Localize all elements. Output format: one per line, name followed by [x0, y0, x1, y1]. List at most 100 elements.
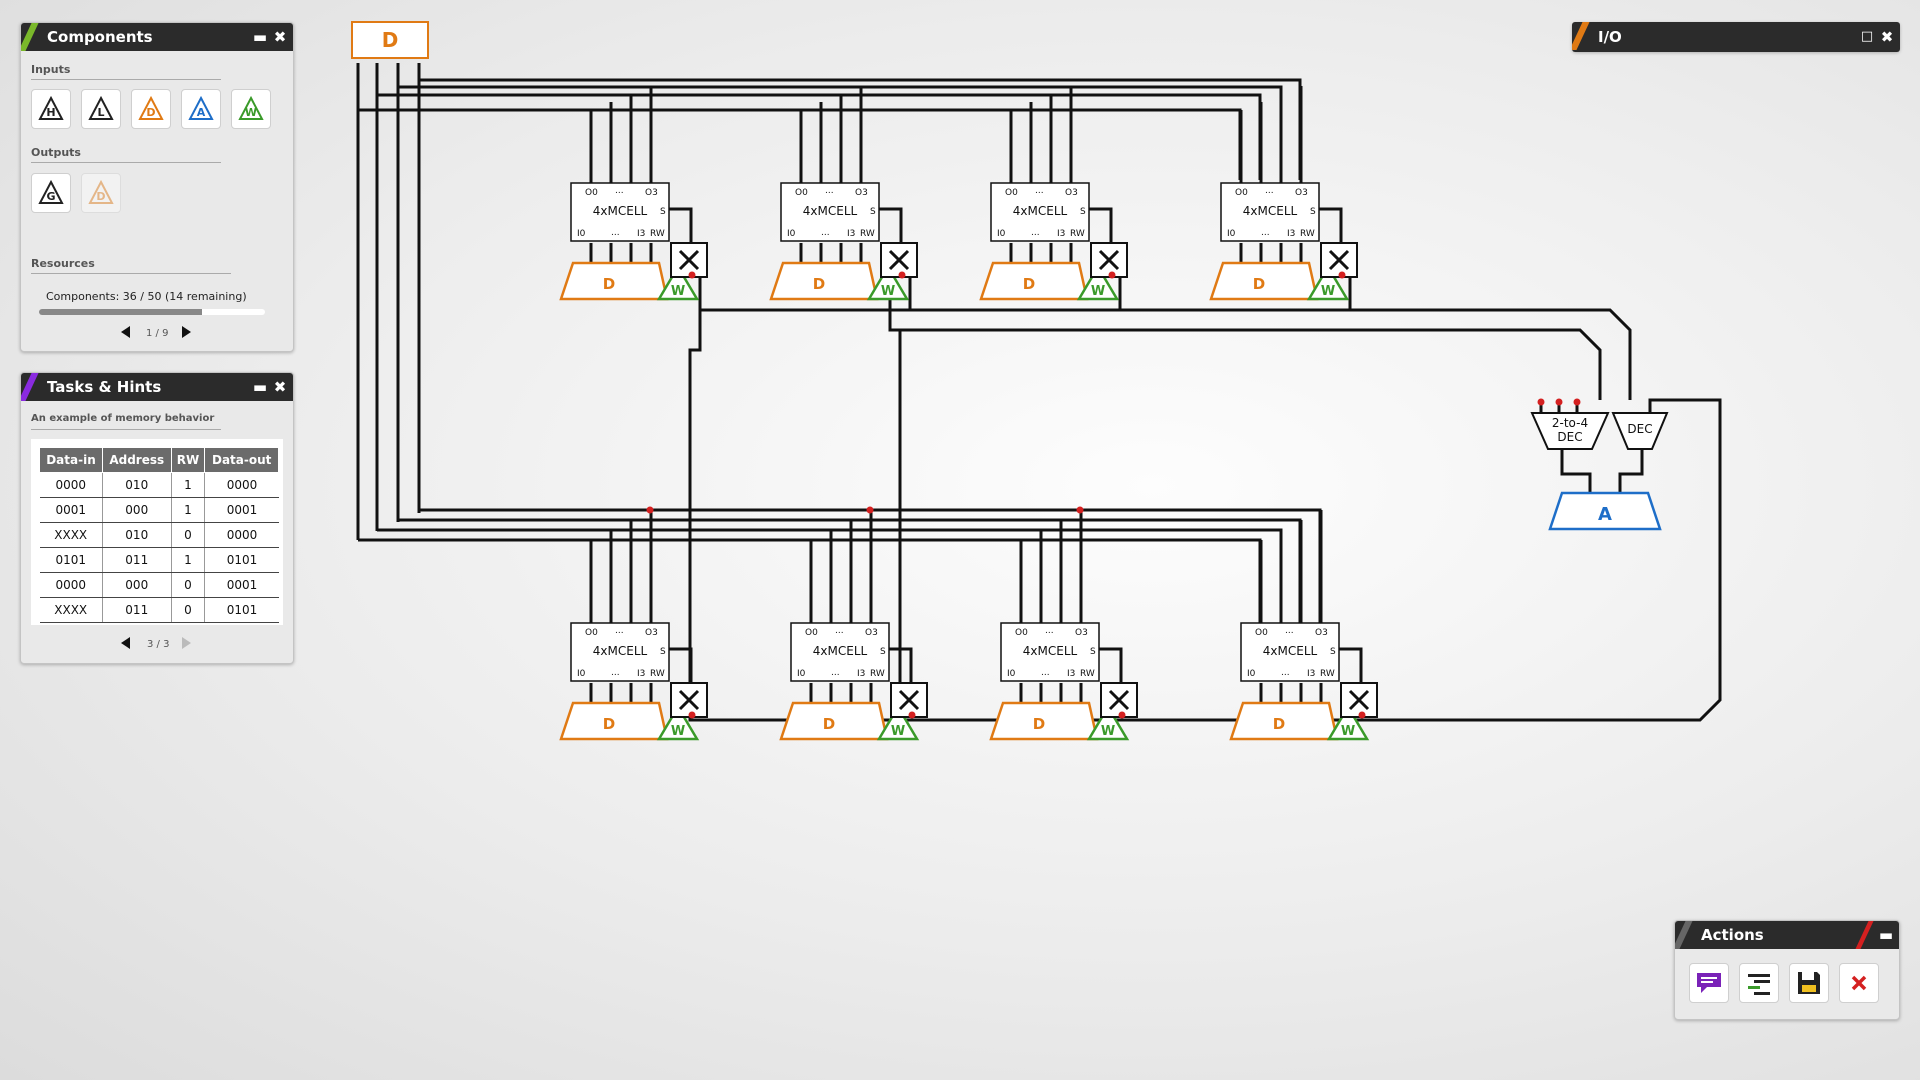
and-gate-box[interactable]	[890, 682, 928, 718]
write-input-block[interactable]	[1306, 264, 1350, 301]
write-input-block[interactable]	[1086, 704, 1130, 741]
output-item-1[interactable]: D	[81, 173, 121, 213]
close-icon	[898, 689, 920, 711]
pin-label: O0	[805, 628, 818, 638]
close-icon[interactable]: ✖	[273, 28, 287, 46]
table-cell: 0	[170, 597, 205, 623]
pin-label: RW	[1320, 669, 1335, 679]
delete-button[interactable]	[1839, 963, 1879, 1003]
dec-body[interactable]	[1611, 412, 1669, 450]
chat-button[interactable]	[1689, 963, 1729, 1003]
input-item-1[interactable]: L	[81, 89, 121, 129]
address-block-body[interactable]	[1548, 491, 1662, 531]
pin-label: O3	[1295, 188, 1308, 198]
data-input-block[interactable]	[769, 261, 879, 301]
wire	[377, 93, 1262, 180]
input-item-2[interactable]: D	[131, 89, 171, 129]
memory-cell-label: 4xMCELL	[1263, 644, 1318, 658]
write-input-block[interactable]	[1076, 264, 1120, 301]
pin-label: ...	[1285, 626, 1294, 636]
actions-panel: Actions ▬	[1674, 920, 1900, 1020]
memory-cell-label: 4xMCELL	[1023, 644, 1078, 658]
pin-label: ...	[835, 626, 844, 636]
write-input-block[interactable]	[866, 264, 910, 301]
io-panel-header[interactable]: I/O □ ✖	[1572, 22, 1900, 52]
output-item-0[interactable]: G	[31, 173, 71, 213]
tasks-panel-header[interactable]: Tasks & Hints ▬ ✖	[21, 373, 293, 401]
memory-cell-body[interactable]	[1220, 182, 1320, 242]
next-page-icon[interactable]	[182, 326, 191, 338]
input-item-icon: A	[188, 95, 214, 120]
pin-label: ...	[1045, 626, 1054, 636]
data-input-label: D	[813, 275, 825, 293]
write-input-block[interactable]	[656, 264, 700, 301]
memory-cell-body[interactable]	[780, 182, 880, 242]
table-cell: 010	[101, 522, 172, 548]
junction-dot	[646, 506, 654, 514]
data-input-block[interactable]	[989, 701, 1099, 741]
maximize-icon[interactable]: □	[1860, 29, 1874, 44]
junction-dot	[1358, 711, 1366, 719]
input-item-0[interactable]: H	[31, 89, 71, 129]
data-input-block[interactable]	[1209, 261, 1319, 301]
data-input-block[interactable]	[559, 701, 669, 741]
write-input-block[interactable]	[876, 704, 920, 741]
input-item-3[interactable]: A	[181, 89, 221, 129]
and-gate-box[interactable]	[1340, 682, 1378, 718]
memory-cell-body[interactable]	[790, 622, 890, 682]
memory-cell-body[interactable]	[1000, 622, 1100, 682]
pin-label: I3	[847, 229, 855, 239]
data-input-block[interactable]	[779, 701, 889, 741]
input-item-4[interactable]: W	[231, 89, 271, 129]
components-panel-header[interactable]: Components ▬ ✖	[21, 23, 293, 51]
data-input-block[interactable]	[559, 261, 669, 301]
table-cell: 0101	[204, 597, 279, 623]
junction-dot	[1118, 711, 1126, 719]
prev-page-icon[interactable]	[121, 637, 130, 649]
minimize-icon[interactable]: ▬	[252, 378, 268, 396]
pin-label: O3	[645, 628, 658, 638]
wire	[898, 330, 930, 722]
memory-cell-body[interactable]	[570, 182, 670, 242]
memory-cell-body[interactable]	[1240, 622, 1340, 682]
decoder-body[interactable]	[1530, 412, 1610, 450]
minimize-icon[interactable]: ▬	[1878, 926, 1894, 944]
pin-label: O3	[1315, 628, 1328, 638]
top-data-input[interactable]: D	[351, 21, 429, 59]
write-input-block[interactable]	[1326, 704, 1370, 741]
memory-cell-body[interactable]	[990, 182, 1090, 242]
data-input-block[interactable]	[1229, 701, 1339, 741]
wire	[1560, 449, 1592, 493]
resources-label: Resources	[31, 257, 95, 270]
io-panel: I/O □ ✖	[1572, 22, 1900, 52]
write-input-block[interactable]	[656, 704, 700, 741]
pin-label: S	[660, 647, 666, 657]
memory-cell-body[interactable]	[570, 622, 670, 682]
prev-page-icon[interactable]	[121, 326, 130, 338]
close-icon[interactable]: ✖	[273, 378, 287, 396]
align-button[interactable]	[1739, 963, 1779, 1003]
write-input-label: W	[1321, 284, 1335, 299]
actions-panel-header[interactable]: Actions ▬	[1675, 921, 1899, 949]
minimize-icon[interactable]: ▬	[252, 28, 268, 46]
data-input-block[interactable]	[979, 261, 1089, 301]
address-input-block[interactable]: A	[1548, 491, 1662, 531]
junction-dot	[1573, 398, 1581, 406]
dec-decoder[interactable]: DEC	[1611, 412, 1669, 450]
resources-bar	[39, 309, 265, 315]
close-icon[interactable]: ✖	[1880, 28, 1894, 46]
save-button[interactable]	[1789, 963, 1829, 1003]
